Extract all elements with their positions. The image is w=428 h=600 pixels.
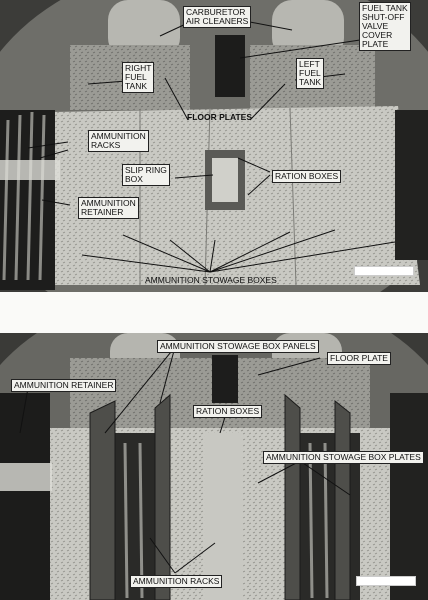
ammunition-stowage-boxes-label: AMMUNITION STOWAGE BOXES <box>145 275 277 285</box>
ammunition-retainer-label-top: AMMUNITION RETAINER <box>78 197 139 219</box>
bottom-photo <box>0 333 428 600</box>
left-fuel-tank-label: LEFT FUEL TANK <box>296 58 325 89</box>
ammunition-racks-label-top: AMMUNITION RACKS <box>88 130 149 152</box>
floor-plates-label: FLOOR PLATES <box>187 112 253 122</box>
fuel-tank-shutoff-valve-cover-plate-label: FUEL TANK SHUT-OFF VALVE COVER PLATE <box>359 2 411 51</box>
scale-bar-top <box>354 266 414 276</box>
right-fuel-tank-label: RIGHT FUEL TANK <box>122 62 155 93</box>
ammunition-retainer-label-bottom: AMMUNITION RETAINER <box>11 379 117 392</box>
scale-bar-bottom <box>356 576 416 586</box>
ammunition-stowage-box-panels-label: AMMUNITION STOWAGE BOX PANELS <box>157 340 319 353</box>
ammunition-racks-label-bottom: AMMUNITION RACKS <box>130 575 223 588</box>
slip-ring-box-label: SLIP RING BOX <box>122 164 170 186</box>
ration-boxes-label-bottom: RATION BOXES <box>193 405 263 418</box>
ration-boxes-label-top: RATION BOXES <box>272 170 342 183</box>
floor-plate-label: FLOOR PLATE <box>327 352 391 365</box>
ammunition-stowage-box-plates-label: AMMUNITION STOWAGE BOX PLATES <box>263 451 424 464</box>
carburetor-air-cleaners-label: CARBURETOR AIR CLEANERS <box>183 6 252 28</box>
